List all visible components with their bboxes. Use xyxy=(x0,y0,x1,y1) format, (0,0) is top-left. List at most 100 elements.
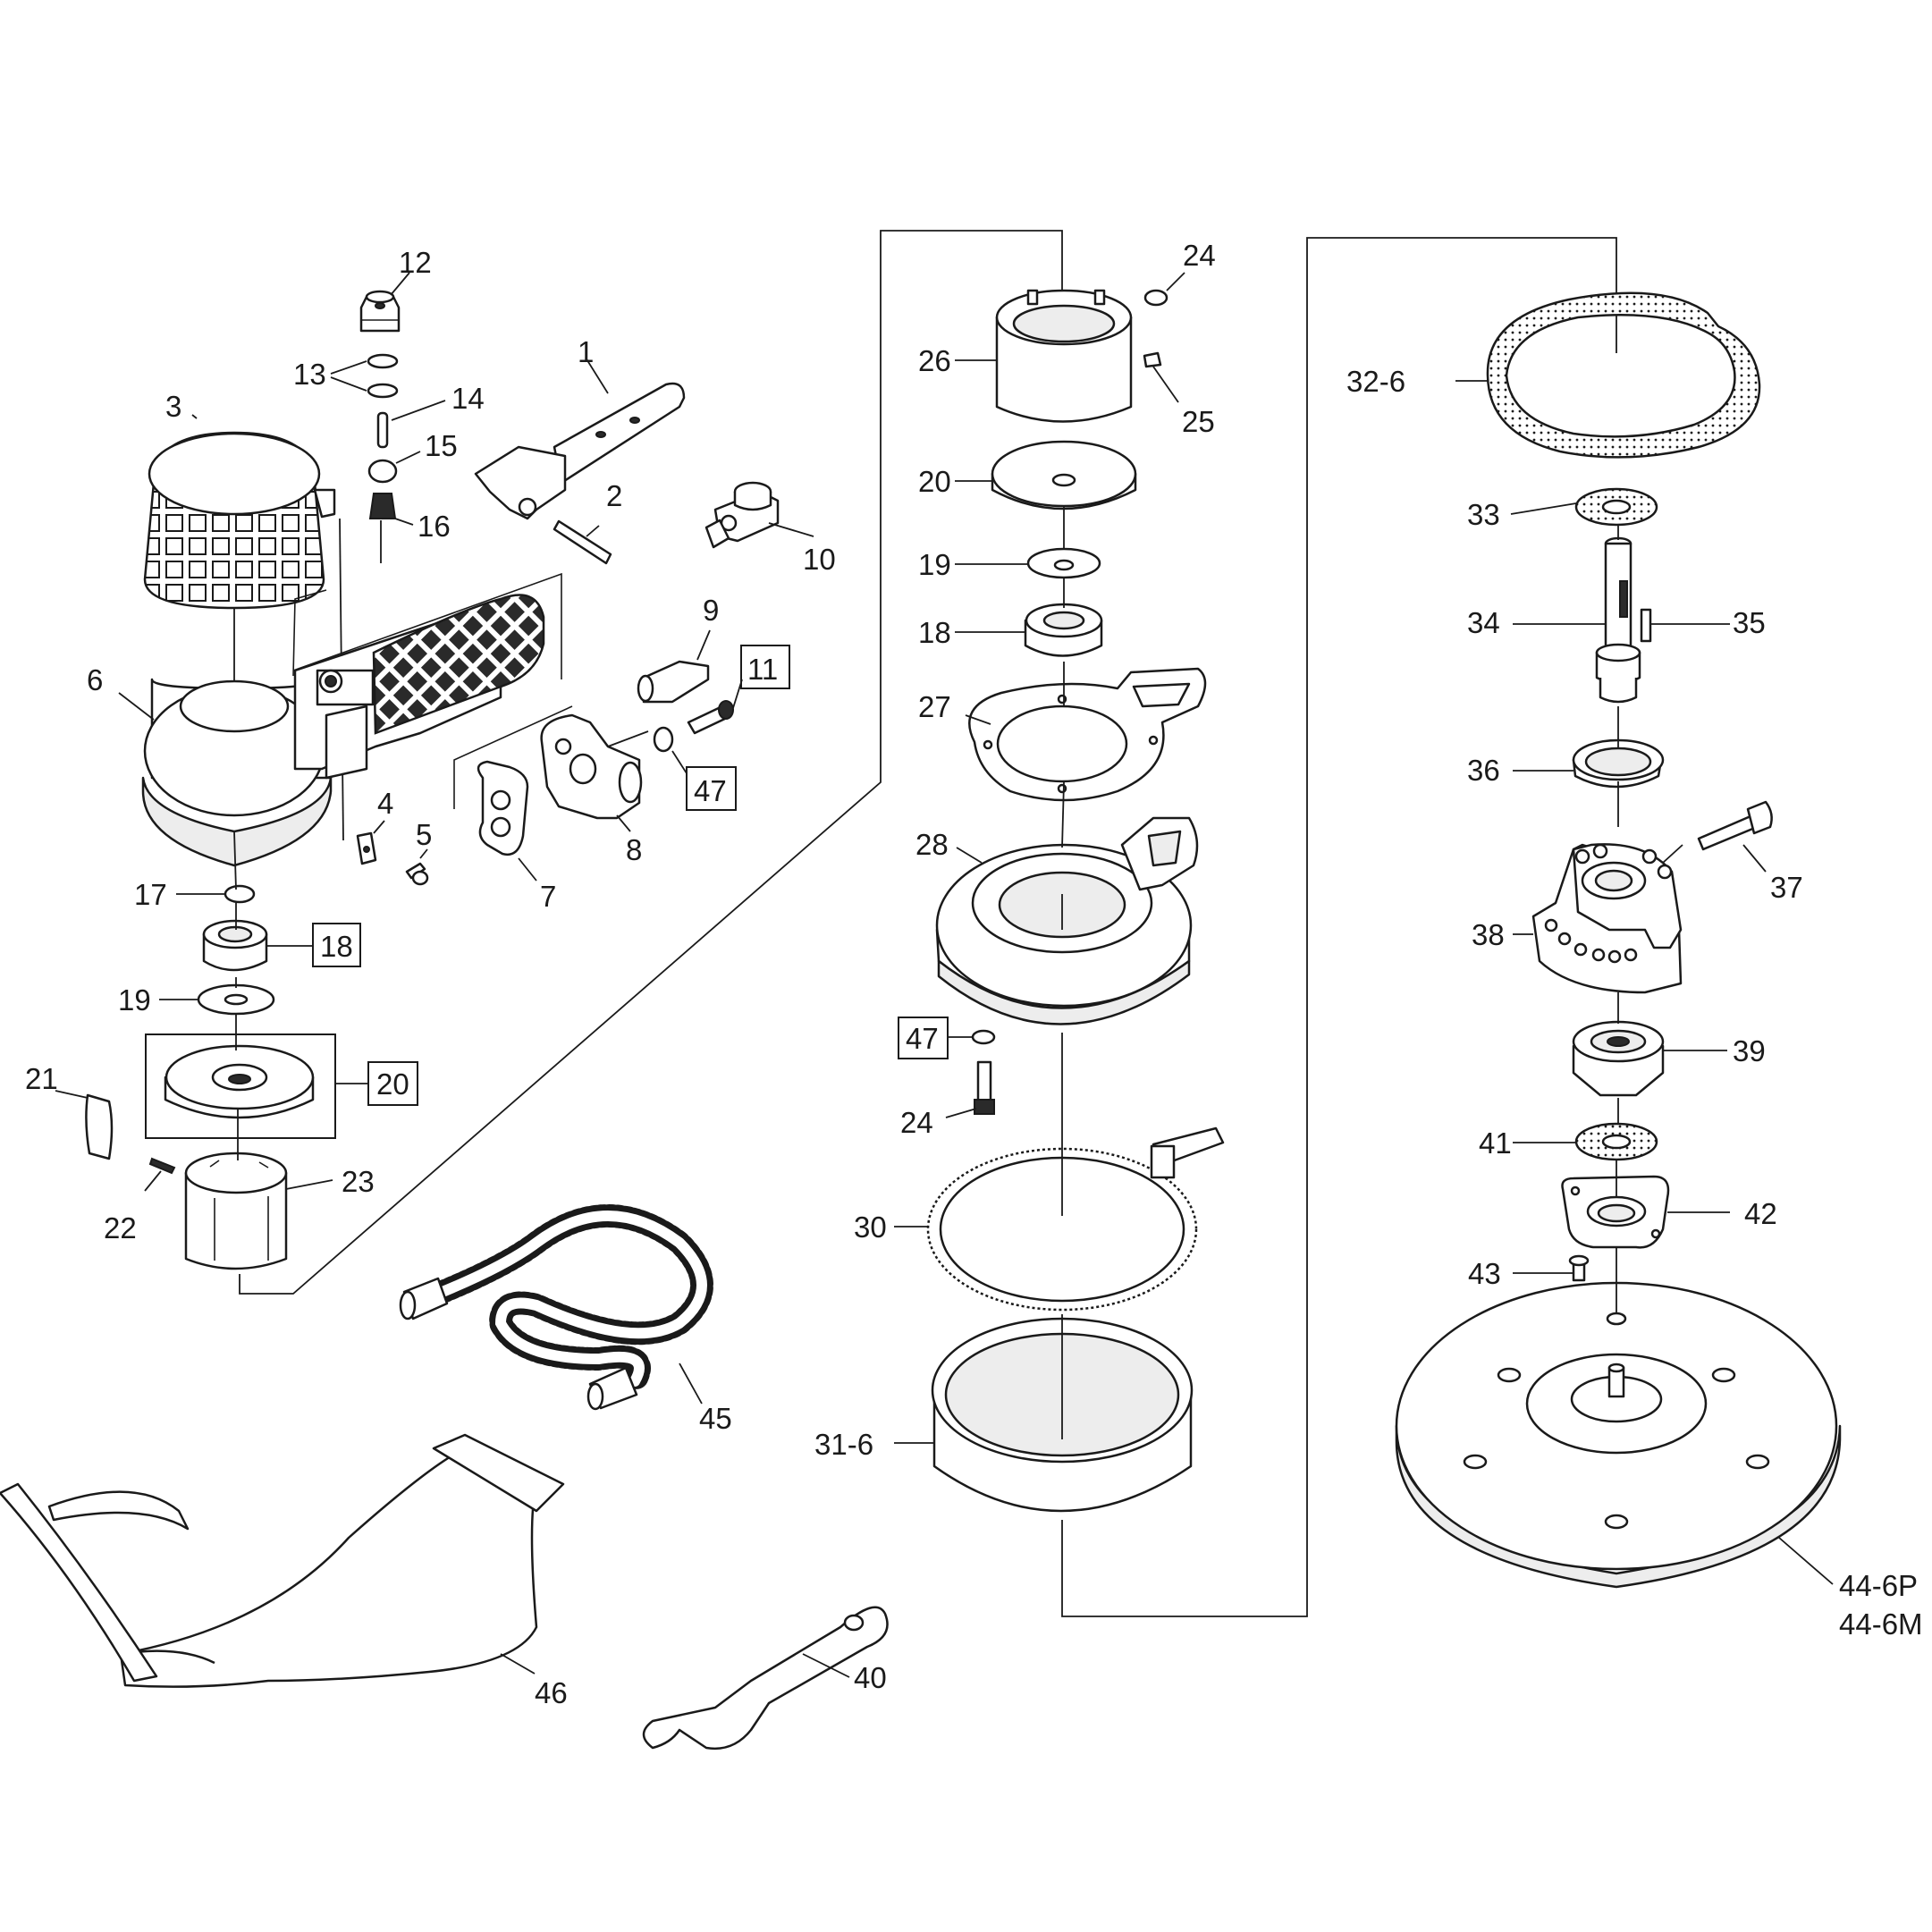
label-21: 21 xyxy=(25,1062,58,1095)
label-23: 23 xyxy=(342,1165,375,1198)
label-39: 39 xyxy=(1733,1034,1766,1067)
assembly-connector-lines xyxy=(239,230,1617,1617)
label-19-mid: 19 xyxy=(918,548,951,581)
label-11: 11 xyxy=(747,653,778,686)
label-9: 9 xyxy=(703,594,719,627)
part-4-clip xyxy=(356,820,385,865)
part-17-snap-ring xyxy=(176,884,256,904)
label-22: 22 xyxy=(104,1211,137,1244)
part-43-screw xyxy=(1513,1254,1590,1282)
part-42-flange xyxy=(1561,1175,1730,1249)
part-7-gasket xyxy=(453,705,573,882)
part-24-ring-top xyxy=(1143,272,1185,307)
part-36-seal xyxy=(1513,738,1665,789)
part-19-washer-left xyxy=(159,983,275,1016)
label-7: 7 xyxy=(540,880,556,913)
label-41: 41 xyxy=(1479,1126,1512,1160)
label-44-6m: 44-6M xyxy=(1839,1607,1923,1641)
label-47-left: 47 xyxy=(694,774,727,807)
label-4: 4 xyxy=(377,787,393,820)
part-labels: 1 2 3 4 5 6 7 8 9 10 11 12 13 14 15 16 1… xyxy=(25,239,1923,1709)
part-1-throttle-lever xyxy=(474,357,686,520)
part-15-valve xyxy=(367,451,421,484)
part-27-gasket xyxy=(965,667,1207,802)
label-13: 13 xyxy=(293,358,326,391)
part-13-o-rings xyxy=(330,353,399,399)
part-32-6-cushion-ring xyxy=(1455,291,1761,459)
label-15: 15 xyxy=(425,429,458,462)
label-20-left: 20 xyxy=(376,1067,409,1101)
part-28-shroud xyxy=(935,816,1199,1025)
label-20-mid: 20 xyxy=(918,465,951,498)
part-39-bearing-housing xyxy=(1572,1020,1727,1097)
label-43: 43 xyxy=(1468,1257,1501,1290)
label-46: 46 xyxy=(535,1676,568,1709)
assembly-axis-lines xyxy=(233,507,1619,1439)
part-37-bolt xyxy=(1697,800,1773,873)
part-16-spring xyxy=(368,493,414,563)
label-19-left: 19 xyxy=(118,983,151,1017)
label-2: 2 xyxy=(606,479,622,512)
part-30-band xyxy=(894,1126,1225,1312)
part-11-bolt xyxy=(687,645,790,735)
label-36: 36 xyxy=(1467,754,1500,787)
part-3-housing-cover xyxy=(143,414,344,841)
part-35-key xyxy=(1640,608,1730,643)
part-6-motor-housing xyxy=(118,678,333,867)
label-10: 10 xyxy=(803,543,836,576)
label-38: 38 xyxy=(1472,918,1505,951)
label-37: 37 xyxy=(1770,871,1803,904)
label-24-mid: 24 xyxy=(900,1106,933,1139)
part-44-sanding-pad xyxy=(1395,1281,1842,1589)
part-23-cylinder xyxy=(184,1152,333,1270)
part-2-lever-pin xyxy=(553,519,612,565)
part-10-air-regulator xyxy=(704,481,814,549)
part-40-wrench xyxy=(642,1606,889,1751)
label-31-6: 31-6 xyxy=(814,1428,873,1461)
label-3: 3 xyxy=(165,390,181,423)
part-20-rotor-assembly xyxy=(145,1033,418,1139)
label-25: 25 xyxy=(1182,405,1215,438)
label-18-mid: 18 xyxy=(918,616,951,649)
part-45-dust-hose xyxy=(399,1204,713,1411)
part-8-air-inlet-housing xyxy=(540,713,649,832)
label-12: 12 xyxy=(399,246,432,279)
label-33: 33 xyxy=(1467,498,1500,531)
part-5-screw xyxy=(405,848,429,886)
part-26-balancer xyxy=(955,289,1133,423)
label-34: 34 xyxy=(1467,606,1500,639)
label-30: 30 xyxy=(854,1211,887,1244)
label-18-left: 18 xyxy=(320,930,353,963)
part-19-washer-mid xyxy=(955,547,1101,579)
part-21-vane xyxy=(55,1090,114,1160)
label-8: 8 xyxy=(626,833,642,866)
label-28: 28 xyxy=(915,828,949,861)
part-41-washer xyxy=(1513,1122,1658,1161)
part-12-plug xyxy=(359,272,410,333)
label-5: 5 xyxy=(416,818,432,851)
part-25-pin xyxy=(1143,351,1179,403)
part-20-plate xyxy=(955,440,1137,510)
label-26: 26 xyxy=(918,344,951,377)
label-40: 40 xyxy=(854,1661,887,1694)
label-27: 27 xyxy=(918,690,951,723)
label-14: 14 xyxy=(451,382,485,415)
label-17: 17 xyxy=(134,878,167,911)
part-46-dust-bag xyxy=(0,1433,565,1688)
label-24-top: 24 xyxy=(1183,239,1216,272)
part-33-washer xyxy=(1510,487,1658,527)
part-18-bearing-mid xyxy=(955,603,1103,657)
part-47-washer-left xyxy=(653,726,737,811)
label-35: 35 xyxy=(1733,606,1766,639)
label-45: 45 xyxy=(699,1402,732,1435)
part-47-washer-mid xyxy=(898,1017,996,1059)
part-34-spindle xyxy=(1513,536,1641,704)
part-24-bolt-mid xyxy=(945,1060,995,1118)
part-14-pin xyxy=(376,400,446,449)
label-44-6p: 44-6P xyxy=(1839,1569,1918,1602)
label-1: 1 xyxy=(578,335,594,368)
label-16: 16 xyxy=(418,510,451,543)
label-47-mid: 47 xyxy=(906,1022,939,1055)
handle-body xyxy=(292,572,562,780)
